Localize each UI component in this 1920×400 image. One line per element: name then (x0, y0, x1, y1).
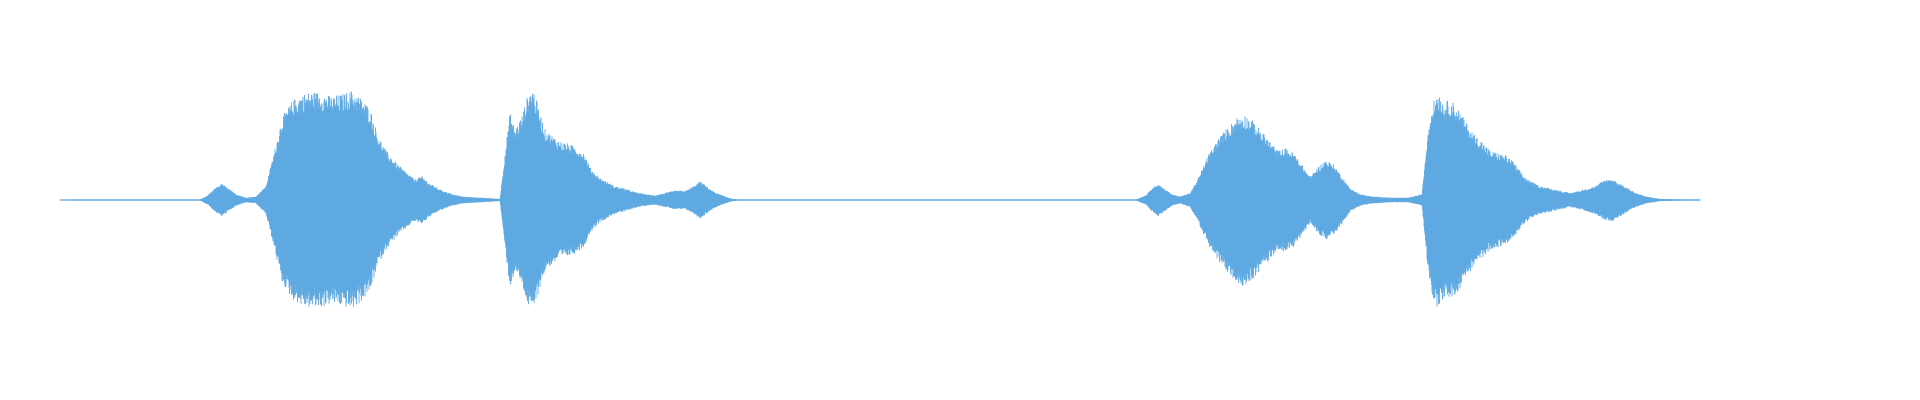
waveform-path (59, 91, 1701, 307)
